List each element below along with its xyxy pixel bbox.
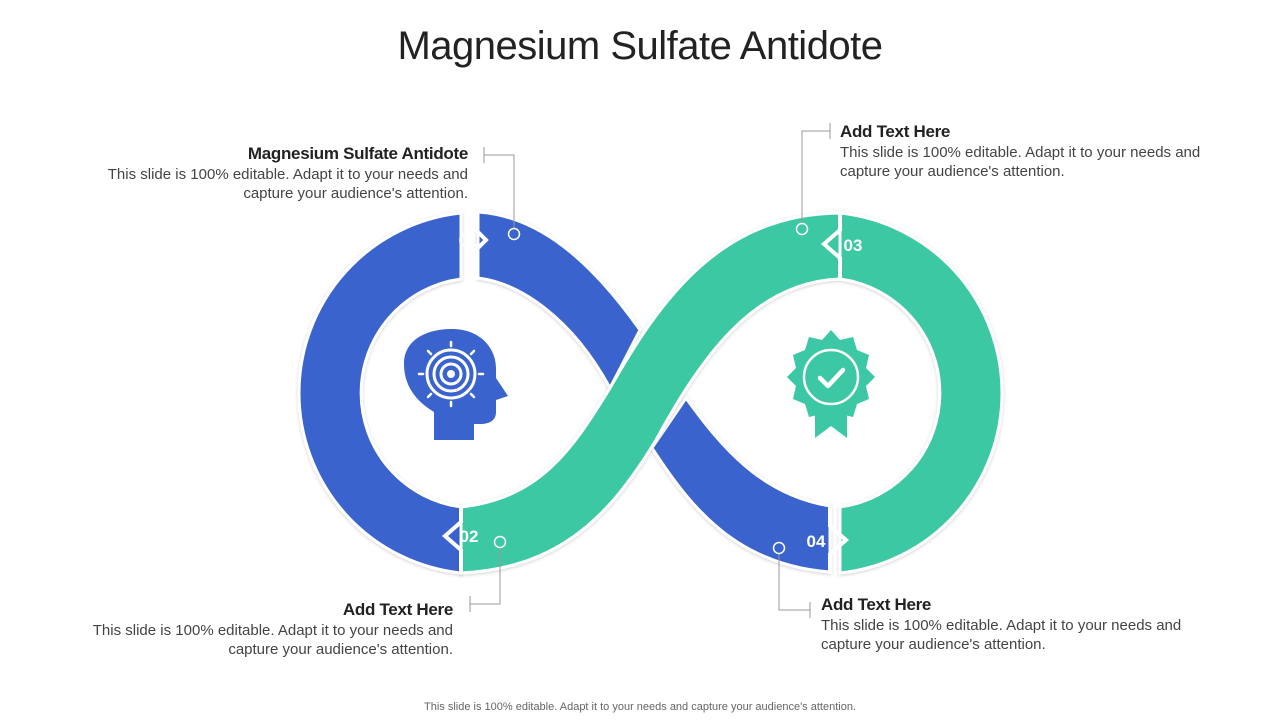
marker-dot-03 bbox=[795, 222, 809, 236]
connector-lines bbox=[469, 123, 831, 618]
text-block-04: Add Text Here This slide is 100% editabl… bbox=[821, 594, 1221, 654]
text-block-02: Add Text Here This slide is 100% editabl… bbox=[50, 599, 454, 659]
step-number-04: 04 bbox=[807, 532, 826, 551]
award-badge-icon bbox=[787, 330, 875, 438]
heading-04: Add Text Here bbox=[821, 595, 932, 614]
blue-loop bbox=[297, 210, 832, 575]
notch-02 bbox=[441, 506, 463, 574]
footer-note: This slide is 100% editable. Adapt it to… bbox=[424, 701, 856, 713]
body-02: This slide is 100% editable. Adapt it to… bbox=[92, 622, 453, 658]
step-number-01: 01 bbox=[459, 231, 478, 250]
body-04: This slide is 100% editable. Adapt it to… bbox=[821, 617, 1182, 653]
page-title: Magnesium Sulfate Antidote bbox=[397, 24, 883, 68]
text-block-01: Magnesium Sulfate Antidote This slide is… bbox=[60, 143, 469, 203]
marker-dot-01 bbox=[507, 227, 521, 241]
heading-02: Add Text Here bbox=[342, 600, 453, 619]
step-number-02: 02 bbox=[460, 527, 479, 546]
notch-04 bbox=[828, 506, 850, 574]
body-01: This slide is 100% editable. Adapt it to… bbox=[107, 166, 468, 202]
marker-dot-04 bbox=[772, 541, 786, 555]
notch-03 bbox=[820, 212, 842, 280]
step-number-03: 03 bbox=[844, 236, 863, 255]
head-spiral-icon bbox=[404, 329, 508, 440]
notch-01 bbox=[474, 212, 489, 280]
body-03: This slide is 100% editable. Adapt it to… bbox=[840, 144, 1201, 180]
text-block-03: Add Text Here This slide is 100% editabl… bbox=[840, 121, 1240, 181]
marker-dot-02 bbox=[493, 535, 507, 549]
heading-01: Magnesium Sulfate Antidote bbox=[247, 144, 468, 163]
heading-03: Add Text Here bbox=[840, 122, 951, 141]
